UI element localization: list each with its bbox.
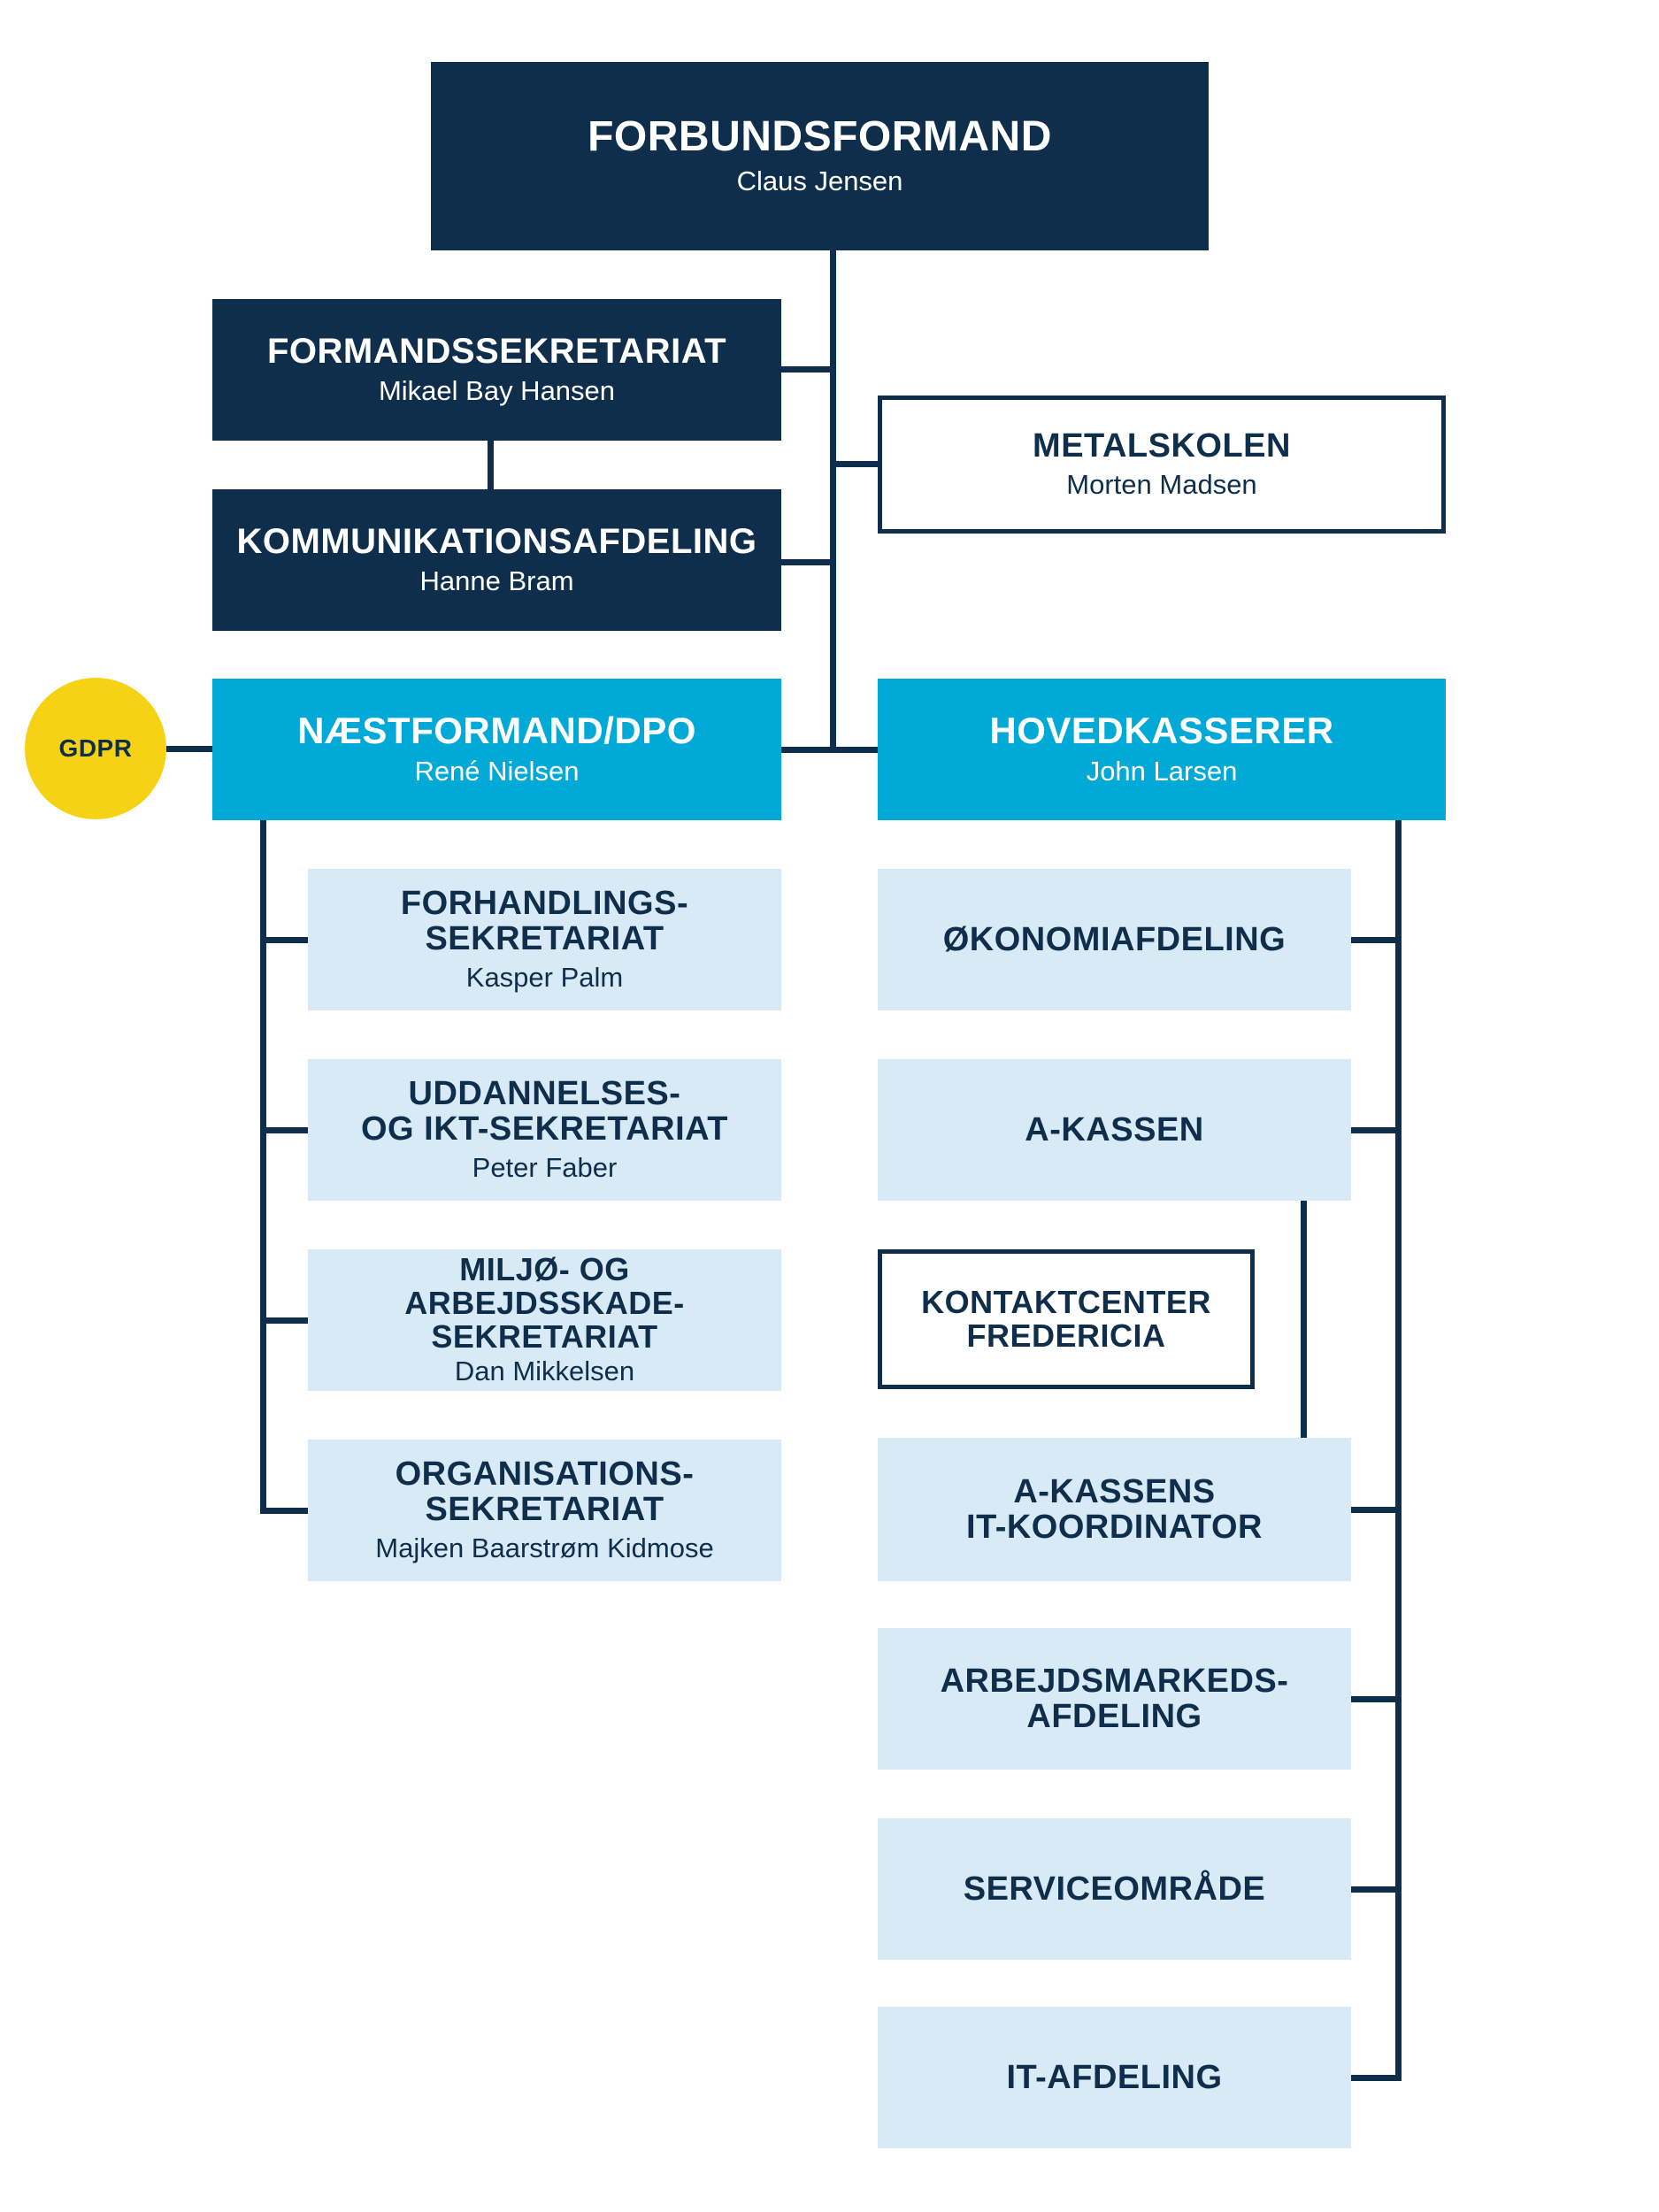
node-title: SERVICEOMRÅDE (963, 1870, 1266, 1908)
node-formandssekretariat: FORMANDSSEKRETARIAT Mikael Bay Hansen (212, 299, 781, 441)
node-title: MILJØ- OG ARBEJDSSKADE- SEKRETARIAT (404, 1250, 685, 1356)
node-metalskolen: METALSKOLEN Morten Madsen (878, 396, 1446, 534)
connector-left-vertical (260, 819, 266, 1514)
node-person: Kasper Palm (465, 962, 624, 994)
node-title: KOMMUNIKATIONSAFDELING (236, 521, 757, 561)
node-title: METALSKOLEN (1033, 427, 1291, 465)
connector-formands-kommunikations (488, 441, 494, 489)
connector-naestformand-hovedkasserer (781, 747, 878, 753)
connector-stub-forhandling (260, 937, 308, 943)
node-person: René Nielsen (414, 756, 580, 787)
node-title: ARBEJDSMARKEDS- AFDELING (940, 1662, 1289, 1735)
node-forbundsformand: FORBUNDSFORMAND Claus Jensen (431, 62, 1209, 250)
node-naestformand: NÆSTFORMAND/DPO René Nielsen (212, 679, 781, 820)
node-title: ØKONOMIAFDELING (942, 920, 1286, 958)
connector-kommunikationsafdeling (781, 559, 830, 565)
node-kontaktcenter: KONTAKTCENTER FREDERICIA (878, 1249, 1255, 1389)
node-person: Dan Mikkelsen (454, 1356, 635, 1387)
node-title: UDDANNELSES- OG IKT-SEKRETARIAT (360, 1074, 729, 1148)
node-person: John Larsen (1086, 756, 1238, 787)
connector-formandssekretariat (781, 366, 830, 373)
node-title: FORMANDSSEKRETARIAT (266, 331, 727, 371)
node-title: FORBUNDSFORMAND (588, 113, 1052, 161)
node-title: NÆSTFORMAND/DPO (297, 709, 696, 751)
node-oekonomiafdeling: ØKONOMIAFDELING (878, 869, 1351, 1010)
node-title: FORHANDLINGS- SEKRETARIAT (400, 884, 689, 958)
connector-right-vertical (1395, 820, 1402, 2081)
node-arbejdsmarkedsafdeling: ARBEJDSMARKEDS- AFDELING (878, 1628, 1351, 1770)
connector-stub-arbejdsmarked (1351, 1696, 1395, 1702)
node-person: Mikael Bay Hansen (378, 375, 616, 407)
connector-gdpr (166, 746, 212, 752)
node-person: Hanne Bram (419, 565, 574, 597)
node-person: Majken Baarstrøm Kidmose (375, 1532, 714, 1564)
gdpr-badge: GDPR (25, 678, 166, 819)
node-title: A-KASSEN (1025, 1110, 1204, 1148)
gdpr-label: GDPR (58, 734, 133, 762)
node-title: IT-AFDELING (1006, 2058, 1223, 2096)
connector-stub-organisation (260, 1508, 308, 1514)
node-akassen: A-KASSEN (878, 1059, 1351, 1201)
node-title: A-KASSENS IT-KOORDINATOR (966, 1472, 1263, 1546)
node-person: Peter Faber (472, 1152, 618, 1184)
node-serviceomraade: SERVICEOMRÅDE (878, 1818, 1351, 1960)
connector-stub-miljoe (260, 1317, 308, 1324)
connector-stub-serviceomraade (1351, 1886, 1395, 1893)
node-kommunikationsafdeling: KOMMUNIKATIONSAFDELING Hanne Bram (212, 489, 781, 631)
connector-stub-uddannelse (260, 1127, 308, 1133)
connector-akassen-vertical (1301, 1201, 1307, 1438)
connector-central-vertical (830, 250, 836, 753)
node-itafdeling: IT-AFDELING (878, 2007, 1351, 2148)
connector-metalskolen (836, 461, 878, 467)
node-miljoesekretariat: MILJØ- OG ARBEJDSSKADE- SEKRETARIAT Dan … (308, 1249, 781, 1391)
connector-stub-oekonomi (1351, 937, 1395, 943)
connector-stub-akassens-it (1351, 1507, 1395, 1513)
connector-stub-akassen (1351, 1127, 1395, 1133)
node-uddannelsessekretariat: UDDANNELSES- OG IKT-SEKRETARIAT Peter Fa… (308, 1059, 781, 1201)
node-title: HOVEDKASSERER (989, 709, 1334, 751)
node-akassens-it-koordinator: A-KASSENS IT-KOORDINATOR (878, 1438, 1351, 1581)
node-person: Morten Madsen (1066, 469, 1257, 501)
node-title: KONTAKTCENTER FREDERICIA (921, 1283, 1211, 1354)
node-organisationssekretariat: ORGANISATIONS- SEKRETARIAT Majken Baarst… (308, 1440, 781, 1581)
node-title: ORGANISATIONS- SEKRETARIAT (395, 1455, 695, 1529)
node-forhandlingssekretariat: FORHANDLINGS- SEKRETARIAT Kasper Palm (308, 869, 781, 1010)
node-hovedkasserer: HOVEDKASSERER John Larsen (878, 679, 1446, 820)
connector-stub-itafdeling (1351, 2075, 1395, 2081)
node-person: Claus Jensen (736, 165, 903, 197)
